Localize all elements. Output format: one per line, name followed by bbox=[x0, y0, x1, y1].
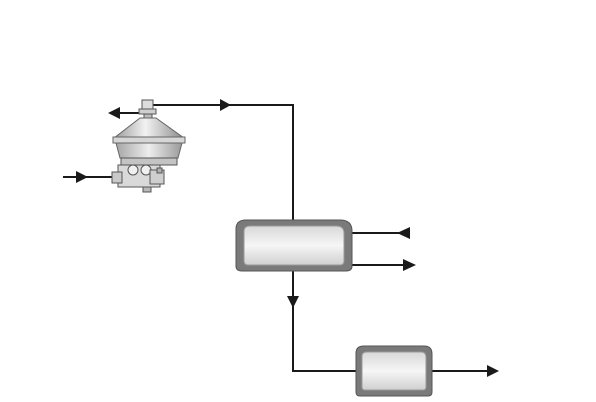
flow-arrow-icon bbox=[397, 227, 410, 239]
flow-arrow-icon bbox=[76, 171, 88, 183]
flow-arrow-icon bbox=[487, 365, 499, 377]
pipe-vessel-1-to-vessel-2 bbox=[292, 271, 356, 372]
vessel-2-tank bbox=[355, 345, 433, 397]
separator-centrifuge-icon bbox=[111, 99, 186, 193]
flow-arrow-icon bbox=[403, 259, 416, 271]
flow-arrow-icon bbox=[220, 99, 231, 111]
vessel-1-tank bbox=[235, 219, 353, 272]
pipe-centrifuge-to-vessel-1 bbox=[152, 104, 294, 225]
flow-arrows bbox=[76, 99, 499, 377]
flow-arrow-icon bbox=[287, 296, 299, 308]
flow-arrow-icon bbox=[108, 107, 120, 119]
